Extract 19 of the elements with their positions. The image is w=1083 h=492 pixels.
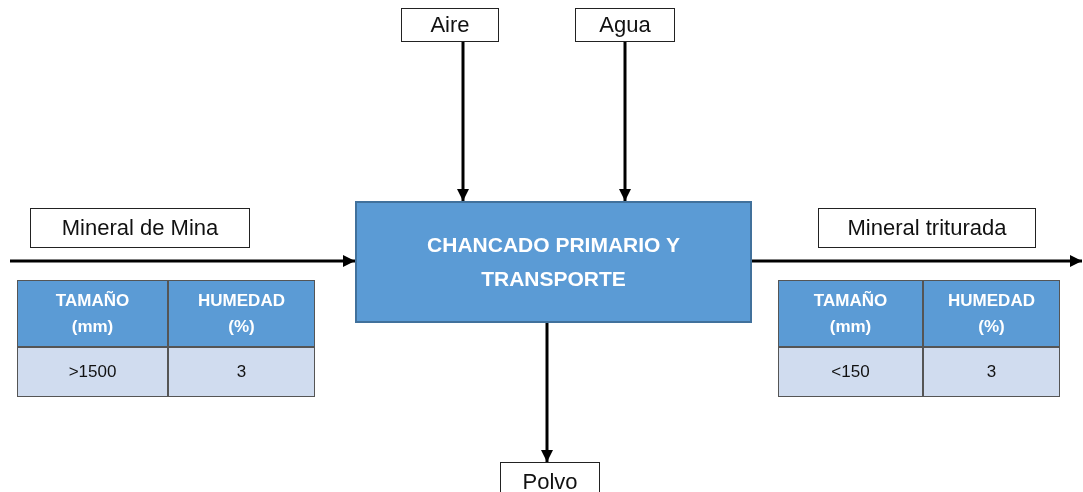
table-cell: 3: [923, 347, 1060, 397]
output-box: Polvo: [500, 462, 600, 492]
table-header-cell: HUMEDAD (%): [923, 280, 1060, 347]
input-box: Aire: [401, 8, 499, 42]
table-cell: >1500: [17, 347, 168, 397]
process-box: CHANCADO PRIMARIO Y TRANSPORTE: [355, 201, 752, 323]
table-cell: 3: [168, 347, 315, 397]
arrow: [10, 255, 355, 267]
table-cell: <150: [778, 347, 923, 397]
table-header-cell: TAMAÑO (mm): [17, 280, 168, 347]
arrow: [541, 323, 553, 462]
table-header-cell: TAMAÑO (mm): [778, 280, 923, 347]
input-box: Agua: [575, 8, 675, 42]
stream-label-box: Mineral triturada: [818, 208, 1036, 248]
table-header-cell: HUMEDAD (%): [168, 280, 315, 347]
arrow: [752, 255, 1082, 267]
arrow: [619, 42, 631, 201]
stream-label-box: Mineral de Mina: [30, 208, 250, 248]
arrow: [457, 42, 469, 201]
